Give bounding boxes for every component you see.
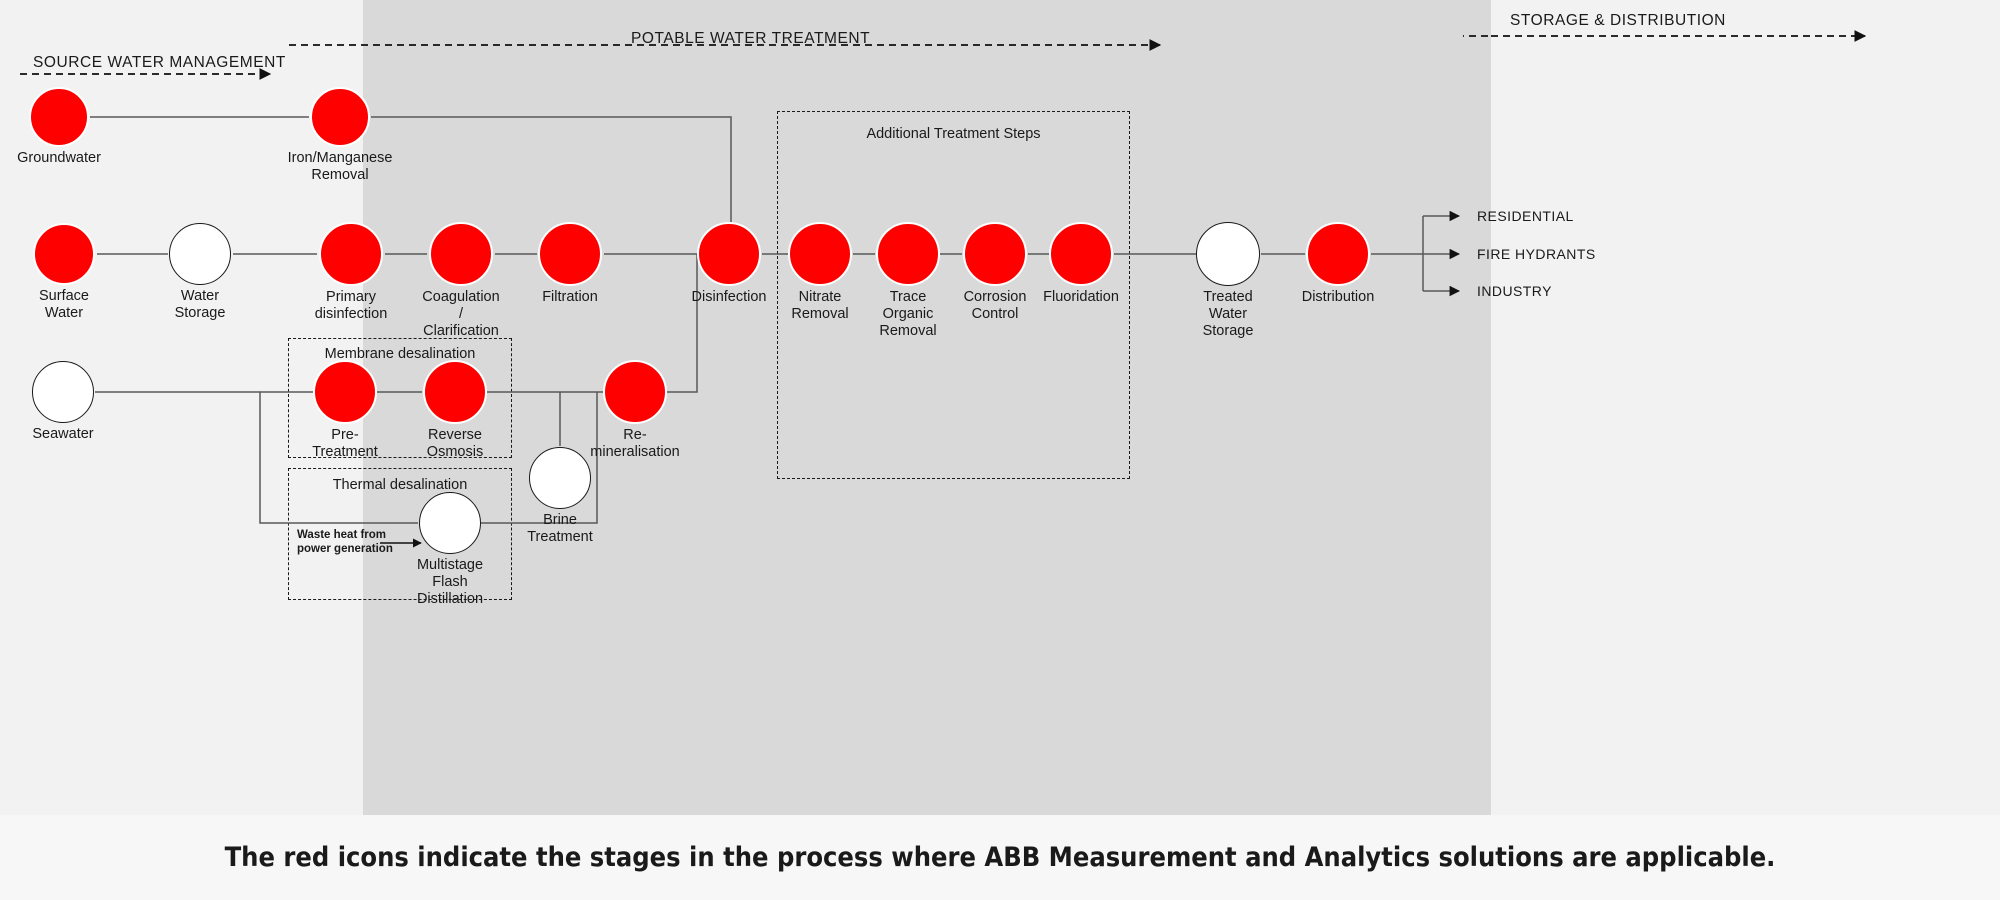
- multistage-flash-distillation-icon: [419, 492, 481, 554]
- group-title-additional-treatment: Additional Treatment Steps: [866, 126, 1041, 142]
- seawater-icon: [32, 361, 94, 423]
- node-label-fluoridation: Fluoridation: [1043, 289, 1119, 305]
- fluoridation-icon: [1049, 222, 1113, 286]
- re-mineralisation-icon: [603, 360, 667, 424]
- outlet-label-residential: RESIDENTIAL: [1477, 208, 1574, 224]
- node-label-re-mineralisation: Re-mineralisation: [590, 427, 680, 461]
- footer-caption-wrap: The red icons indicate the stages in the…: [0, 815, 2000, 900]
- zone-label-storage-distribution: STORAGE & DISTRIBUTION: [1510, 12, 1726, 29]
- node-label-seawater: Seawater: [32, 426, 94, 442]
- caption-band: [0, 815, 2000, 900]
- node-label-distribution: Distribution: [1301, 289, 1375, 305]
- zone-label-source-water: SOURCE WATER MANAGEMENT: [33, 54, 286, 71]
- filtration-icon: [538, 222, 602, 286]
- node-label-surface-water: Surface Water: [39, 288, 89, 322]
- zone-band-storage: [1491, 0, 2000, 815]
- node-label-trace-organic-removal: Trace Organic Removal: [879, 289, 937, 340]
- node-label-filtration: Filtration: [542, 289, 598, 305]
- iron-manganese-removal-icon: [310, 87, 370, 147]
- reverse-osmosis-icon: [423, 360, 487, 424]
- water-storage-icon: [169, 223, 231, 285]
- outlet-label-industry: INDUSTRY: [1477, 283, 1552, 299]
- distribution-icon: [1306, 222, 1370, 286]
- group-title-thermal-desalination: Thermal desalination: [332, 477, 468, 493]
- pre-treatment-icon: [313, 360, 377, 424]
- node-label-disinfection: Disinfection: [691, 289, 767, 305]
- primary-disinfection-icon: [319, 222, 383, 286]
- nitrate-removal-icon: [788, 222, 852, 286]
- zone-label-potable-water: POTABLE WATER TREATMENT: [631, 30, 871, 47]
- coagulation-clarification-icon: [429, 222, 493, 286]
- treated-water-storage-icon: [1196, 222, 1260, 286]
- outlet-label-fire-hydrants: FIRE HYDRANTS: [1477, 246, 1596, 262]
- node-label-treated-water-storage: Treated Water Storage: [1202, 289, 1254, 340]
- node-label-nitrate-removal: Nitrate Removal: [791, 289, 849, 323]
- node-label-corrosion-control: Corrosion Control: [963, 289, 1027, 323]
- node-label-iron-manganese-removal: Iron/Manganese Removal: [287, 150, 393, 184]
- node-label-groundwater: Groundwater: [17, 150, 101, 166]
- node-label-reverse-osmosis: Reverse Osmosis: [426, 427, 484, 461]
- node-label-coagulation-clarification: Coagulation / Clarification: [422, 289, 500, 340]
- brine-treatment-icon: [529, 447, 591, 509]
- group-title-membrane-desalination: Membrane desalination: [324, 346, 476, 362]
- waste-heat-annotation: Waste heat from power generation: [297, 529, 393, 555]
- node-label-brine-treatment: Brine Treatment: [527, 512, 593, 546]
- disinfection-icon: [697, 222, 761, 286]
- node-label-pre-treatment: Pre-Treatment: [312, 427, 378, 461]
- group-box-additional-treatment: Additional Treatment Steps: [777, 111, 1130, 479]
- groundwater-icon: [29, 87, 89, 147]
- node-label-water-storage: Water Storage: [174, 288, 226, 322]
- surface-water-icon: [33, 223, 95, 285]
- node-label-primary-disinfection: Primary disinfection: [314, 289, 388, 323]
- node-label-multistage-flash-distillation: Multistage Flash Distillation: [416, 557, 484, 608]
- footer-caption: The red icons indicate the stages in the…: [224, 842, 1776, 873]
- trace-organic-removal-icon: [876, 222, 940, 286]
- corrosion-control-icon: [963, 222, 1027, 286]
